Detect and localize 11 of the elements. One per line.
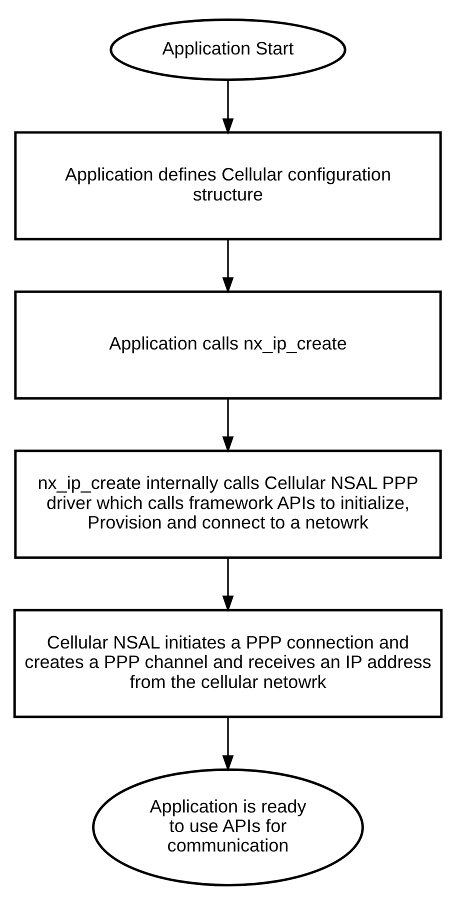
arrow [222,80,234,135]
node-box: Application defines Cellular configuration structure [14,131,442,240]
node-ellipse: Application is ready to use APIs for communication [92,768,364,886]
arrow [222,716,234,772]
node-box: Cellular NSAL initiates a PPP connection and creates a PPP channel and receives an IP address from the cellular netowrk [13,608,443,718]
node-box: nx_ip_create internally calls Cellular NSAL PPP driver which calls framework APIs to initialize, Provision and connect to a netowrk [14,450,442,559]
arrow [222,239,234,294]
arrow [222,398,234,453]
node-box: Application calls nx_ip_create [14,290,442,400]
arrow [222,558,234,612]
node-ellipse: Application Start [110,18,346,81]
